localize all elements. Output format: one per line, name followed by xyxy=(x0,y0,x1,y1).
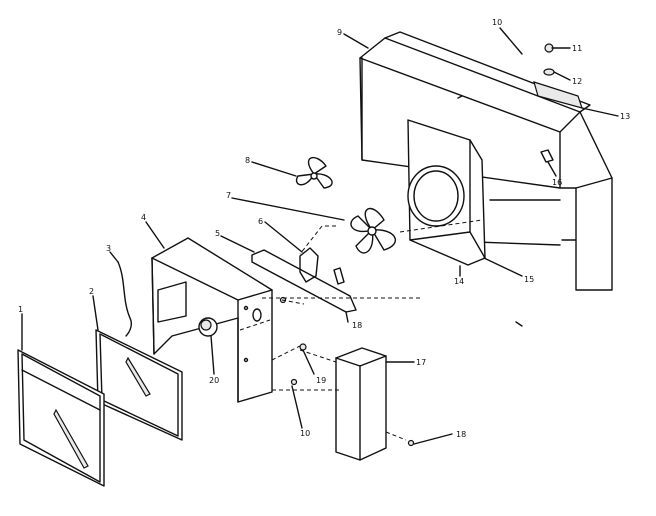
callout-13: 13 xyxy=(620,112,630,121)
callout-9: 9 xyxy=(337,28,342,37)
motor-bracket xyxy=(251,247,357,313)
callout-15: 15 xyxy=(524,275,534,284)
housing xyxy=(359,31,613,291)
callout-8: 8 xyxy=(245,156,250,165)
callout-18-upper: 18 xyxy=(352,321,362,330)
callout-2: 2 xyxy=(89,287,94,296)
leader-lines xyxy=(21,27,619,445)
callout-14: 14 xyxy=(454,277,464,286)
callout-5: 5 xyxy=(215,229,220,238)
callout-3: 3 xyxy=(106,244,111,253)
control-knob xyxy=(198,317,218,337)
callout-20: 20 xyxy=(209,376,219,385)
screws xyxy=(279,296,523,447)
assembly-lines xyxy=(239,219,483,441)
callout-7: 7 xyxy=(226,191,231,200)
callout-18-lower: 18 xyxy=(456,430,466,439)
side-panel xyxy=(335,347,387,461)
front-panel xyxy=(17,349,105,487)
callout-10: 10 xyxy=(492,18,502,27)
filter-panel xyxy=(95,329,183,441)
callout-4: 4 xyxy=(141,213,146,222)
top-bracket xyxy=(457,43,583,163)
callout-6: 6 xyxy=(258,217,263,226)
callout-1: 1 xyxy=(18,305,23,314)
small-fan-blade xyxy=(295,156,333,189)
callout-16: 16 xyxy=(552,178,562,187)
callout-19: 19 xyxy=(316,376,326,385)
fan-shroud xyxy=(407,119,486,266)
callout-12: 12 xyxy=(572,77,582,86)
large-fan-blade xyxy=(350,207,397,254)
callout-10-lower: 10 xyxy=(300,429,310,438)
callout-17: 17 xyxy=(416,358,426,367)
filter-clip xyxy=(117,261,133,337)
callout-11: 11 xyxy=(572,44,582,53)
callout-labels: 1 2 3 4 5 6 7 8 9 10 11 12 13 14 15 16 1… xyxy=(18,18,630,439)
